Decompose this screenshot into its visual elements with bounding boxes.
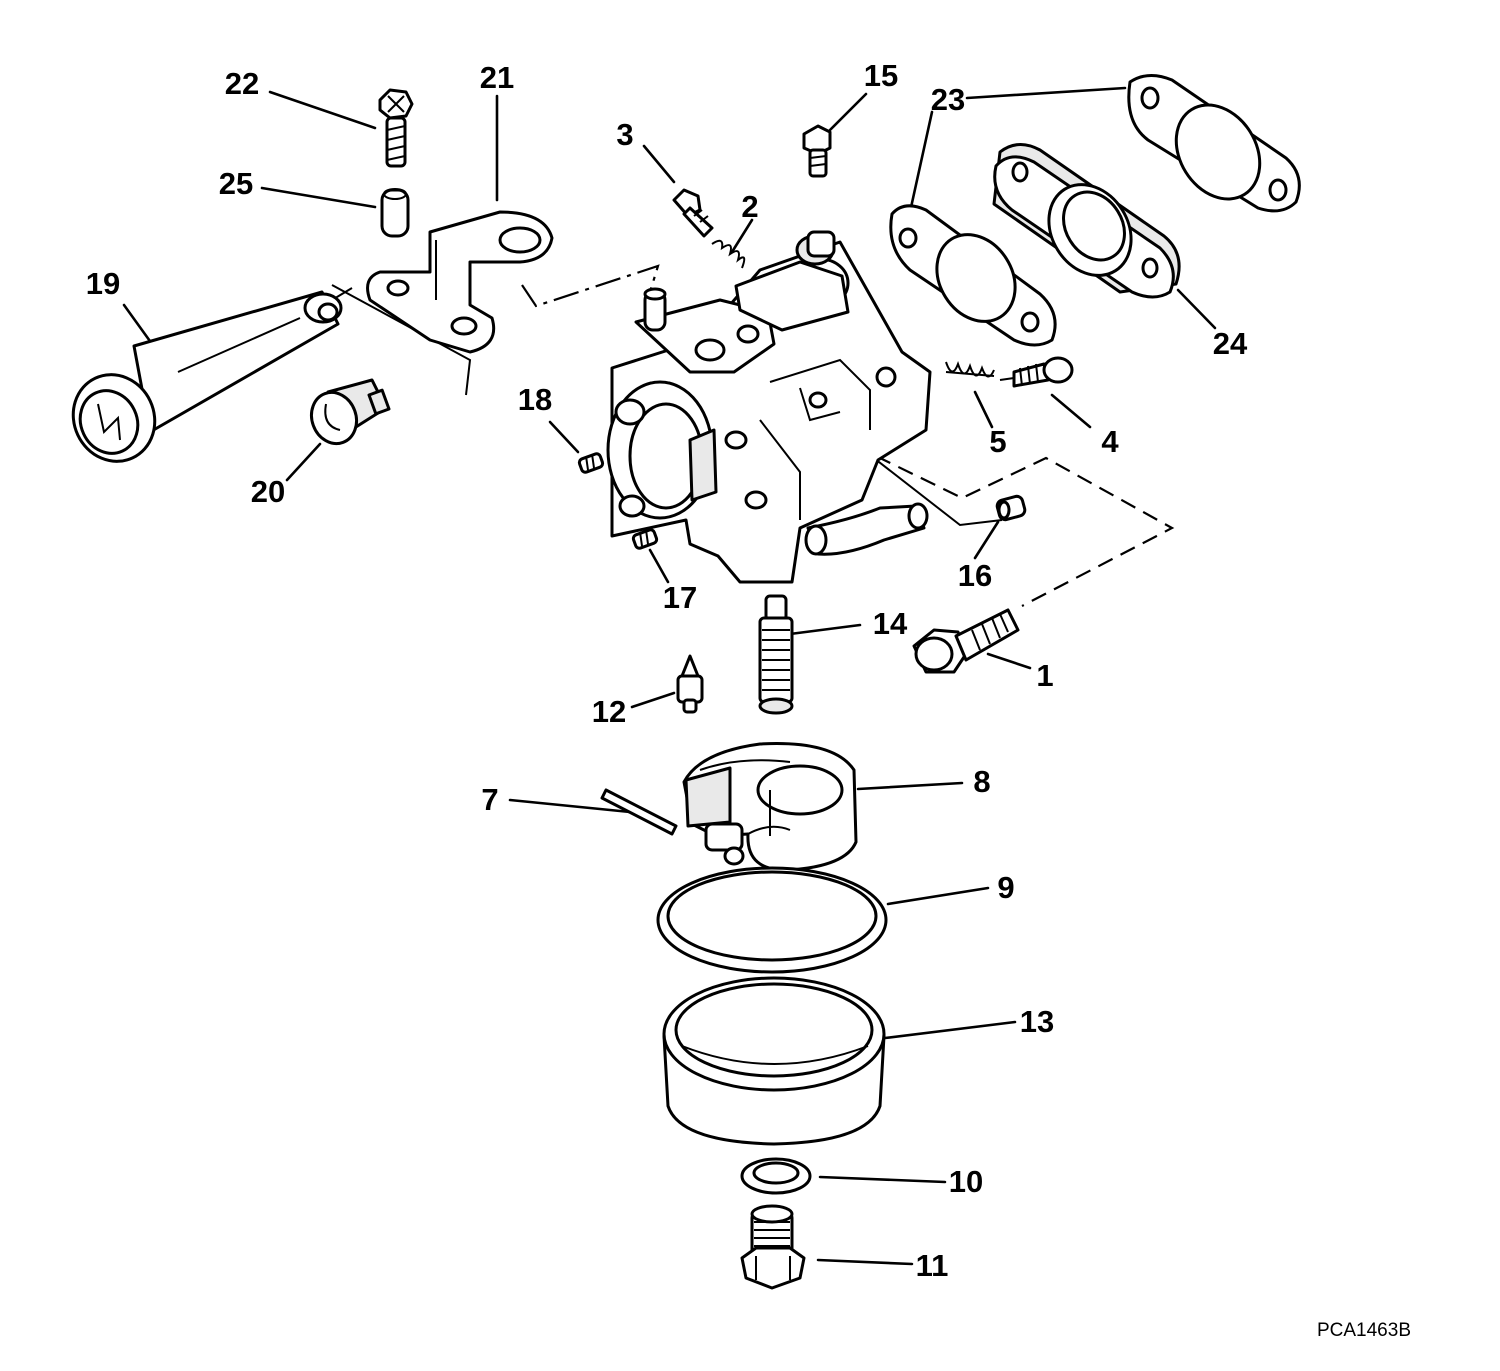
screw-18 — [577, 452, 605, 474]
spring-5 — [945, 361, 995, 378]
callout-19: 19 — [86, 266, 120, 301]
callout-2: 2 — [741, 189, 758, 224]
plug-15 — [802, 124, 832, 178]
needle-valve-12 — [676, 654, 704, 714]
jet-tube-14 — [758, 594, 794, 715]
figure-id: PCA1463B — [1317, 1320, 1411, 1341]
callout-17: 17 — [663, 580, 697, 615]
screw-4 — [999, 356, 1074, 388]
callout-22: 22 — [225, 66, 259, 101]
callout-23: 23 — [931, 82, 965, 117]
plug-20 — [309, 378, 391, 446]
callout-12: 12 — [592, 694, 626, 729]
carburetor-body — [606, 230, 932, 584]
pin-7 — [600, 788, 678, 836]
callout-9: 9 — [997, 870, 1014, 905]
washer-10 — [740, 1157, 812, 1195]
callout-21: 21 — [480, 60, 514, 95]
leader-lines — [122, 86, 1217, 1266]
float-8 — [682, 742, 858, 872]
callout-10: 10 — [949, 1164, 983, 1199]
callout-8: 8 — [973, 764, 990, 799]
drain-screw-11 — [740, 1204, 806, 1290]
callout-18: 18 — [518, 382, 552, 417]
bolt-22 — [378, 88, 414, 168]
callout-1: 1 — [1036, 658, 1053, 693]
callout-3: 3 — [616, 117, 633, 152]
callout-15: 15 — [864, 58, 898, 93]
insulator-24 — [992, 143, 1181, 299]
callout-7: 7 — [481, 782, 498, 817]
spring-2 — [711, 239, 746, 269]
float-bowl-13 — [662, 976, 886, 1146]
gasket-23-a — [1127, 74, 1301, 213]
gasket-23-b — [889, 204, 1057, 347]
bolt-1 — [912, 608, 1020, 674]
assembly-path-lines — [331, 264, 1175, 607]
callout-25: 25 — [219, 166, 253, 201]
callout-20: 20 — [251, 474, 285, 509]
bracket-21 — [366, 210, 554, 354]
callout-11: 11 — [916, 1248, 949, 1283]
screw-17 — [631, 528, 659, 550]
screw-3 — [672, 188, 714, 238]
callout-24: 24 — [1213, 326, 1248, 361]
plug-16 — [995, 494, 1027, 522]
callout-16: 16 — [958, 558, 992, 593]
spacer-25 — [380, 188, 410, 238]
callout-labels: 22 25 21 19 20 3 2 15 23 24 4 5 18 17 16… — [86, 58, 1411, 1341]
callout-14: 14 — [873, 606, 908, 641]
choke-knob-19 — [71, 290, 343, 463]
callout-13: 13 — [1020, 1004, 1054, 1039]
callout-4: 4 — [1101, 424, 1119, 459]
callout-5: 5 — [989, 424, 1006, 459]
gasket-ring-9 — [656, 866, 888, 974]
